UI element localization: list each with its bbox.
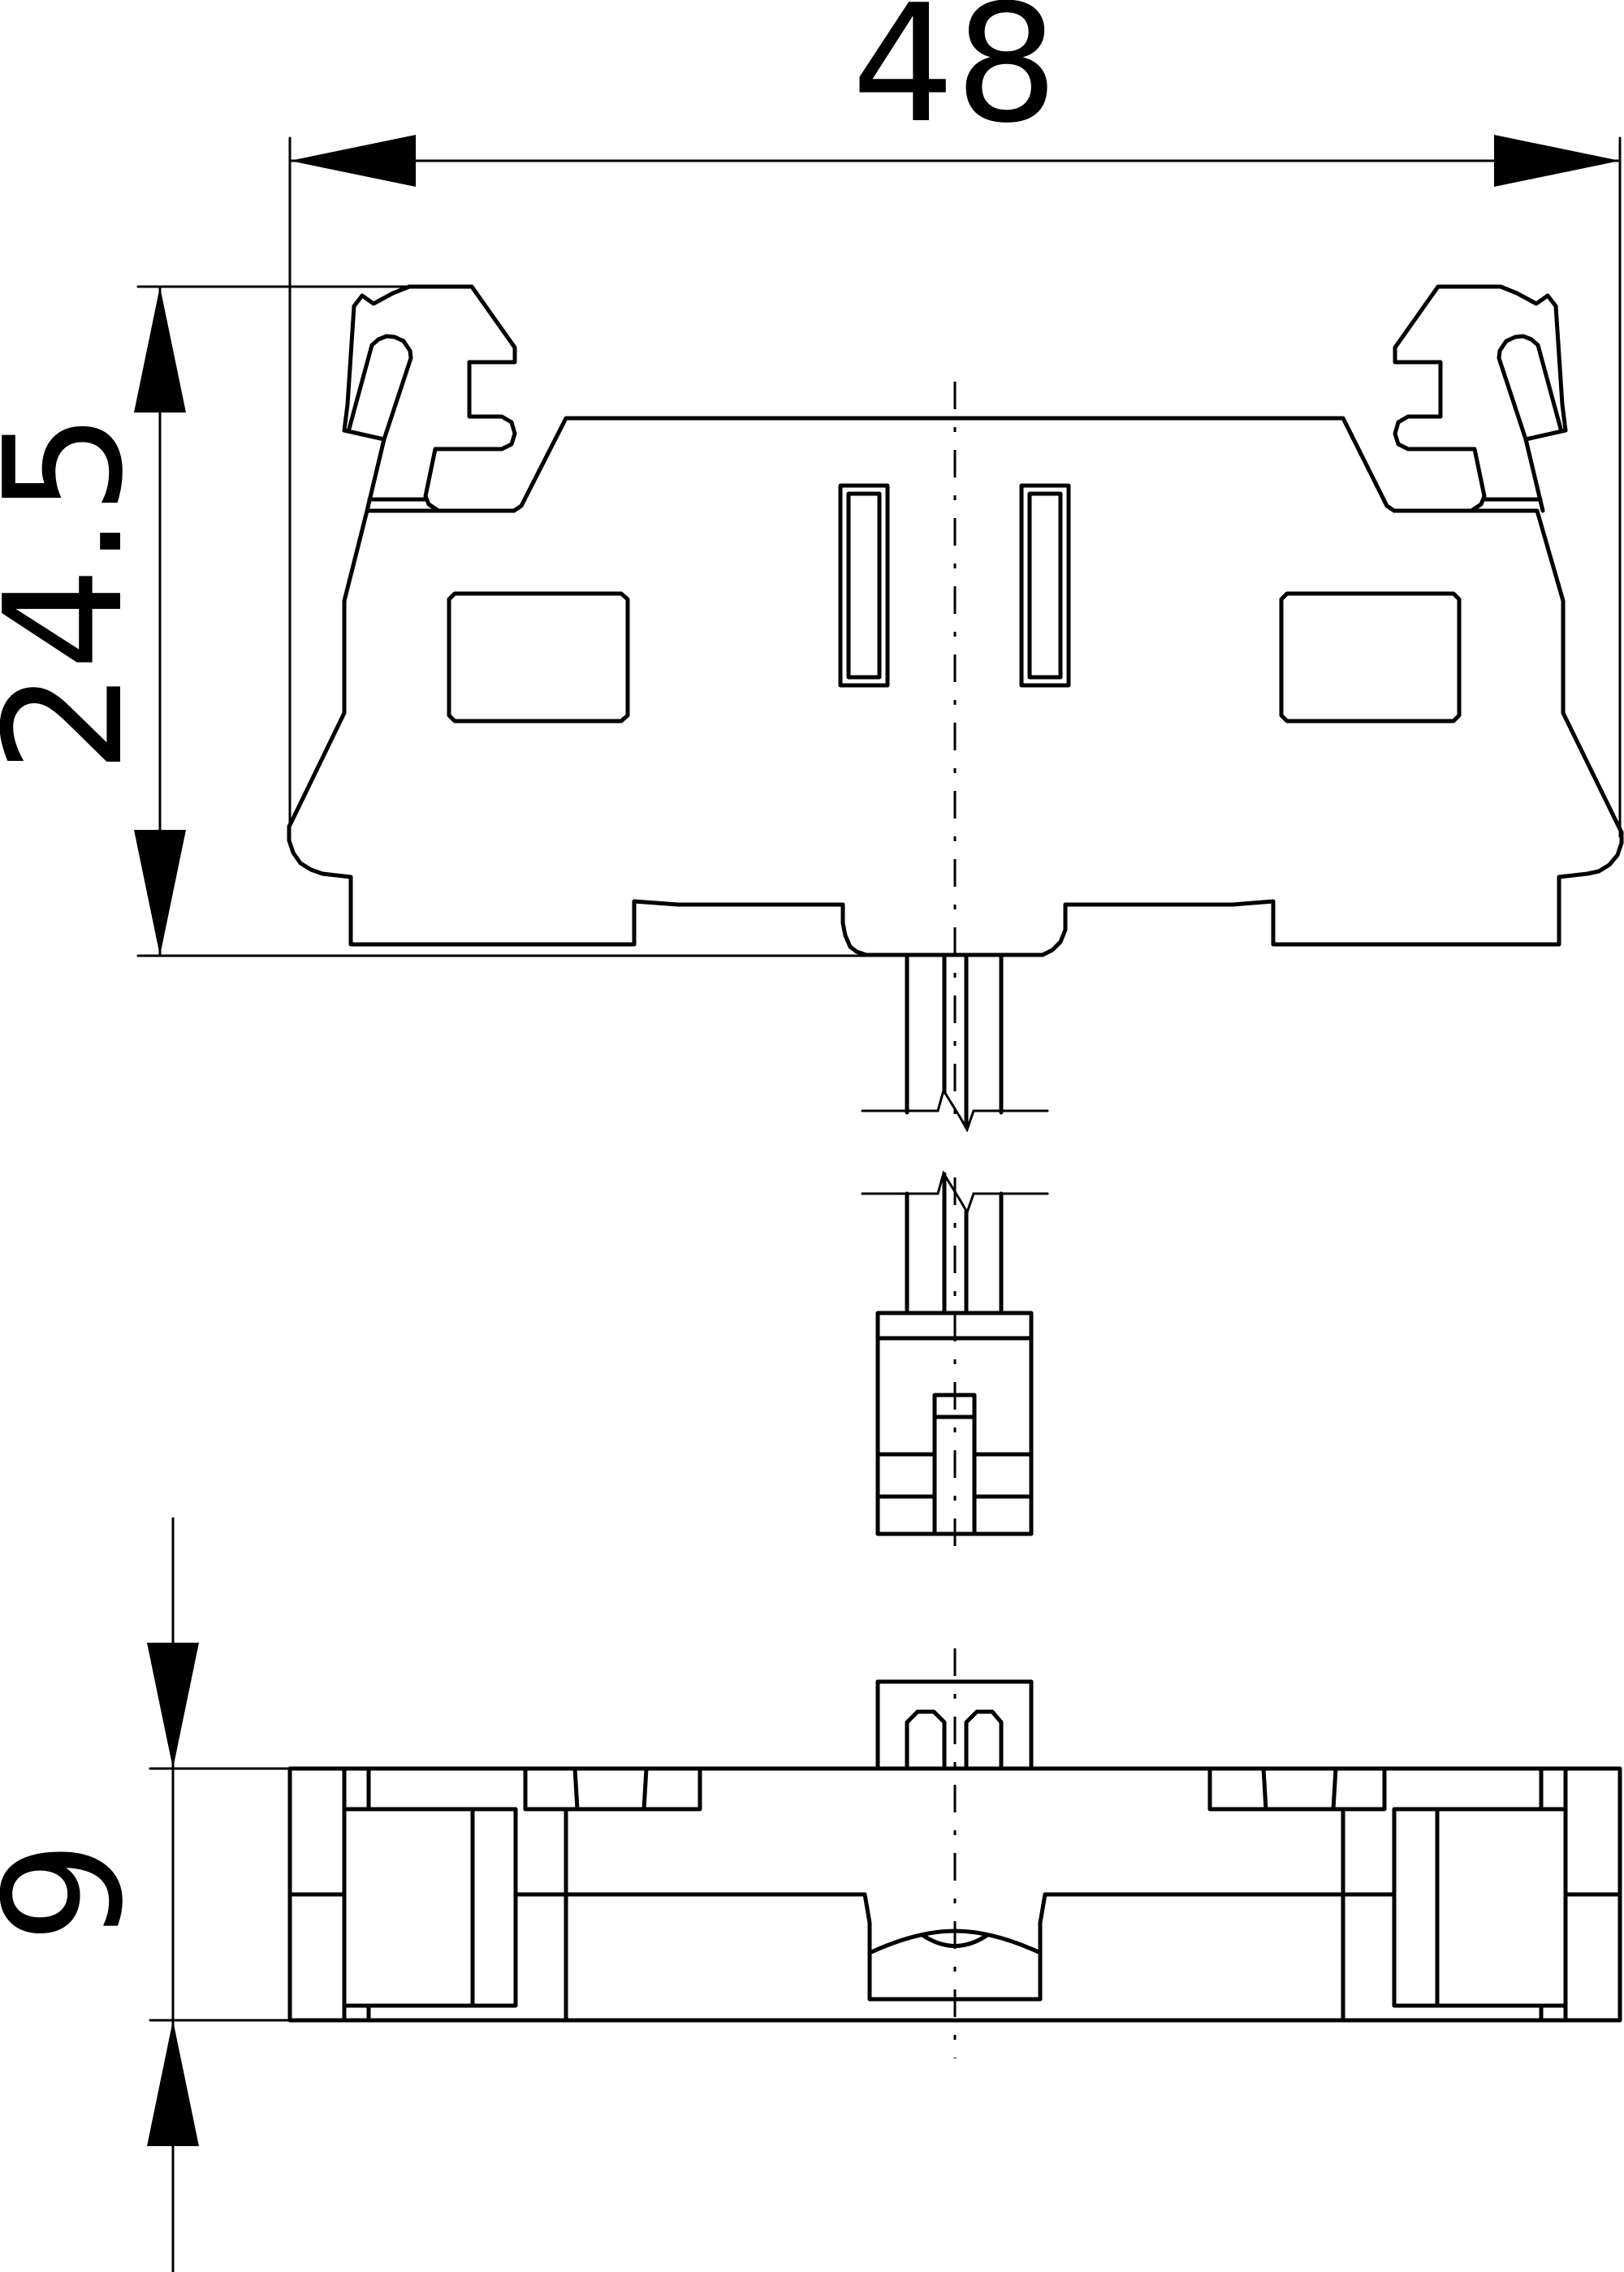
front-view-right-clip-slot	[1497, 334, 1563, 442]
front-view-right-clip	[1393, 284, 1568, 513]
front-view-left-slot-inner	[846, 491, 882, 680]
front-view-left-slot-outer	[838, 483, 890, 688]
side-view-pocket-arc	[869, 1929, 1041, 1955]
height-arrow-bottom	[134, 830, 186, 956]
side-view-left-notch	[523, 1766, 702, 1812]
side-view-left-block	[342, 1807, 518, 2008]
depth-arrow-top	[147, 1643, 199, 1769]
side-view-right-notch-line-2	[1331, 1766, 1338, 1812]
side-view-left-notch-line-2	[641, 1766, 649, 1812]
front-view-left-clip-slot	[347, 334, 413, 442]
front-view	[287, 284, 1624, 957]
pin-upper-break-line	[861, 1087, 1049, 1133]
side-view-tab-right-lug	[964, 1709, 1004, 1771]
height-dimension: 24.5	[0, 285, 870, 957]
side-view-right-block	[1392, 1807, 1568, 2008]
terminal-body	[875, 1311, 1034, 1536]
depth-dimension: 9	[0, 1517, 292, 2272]
side-view-right-notch-line-1	[1261, 1766, 1268, 1812]
side-view	[287, 1679, 1622, 2023]
front-view-left-window	[447, 591, 630, 723]
front-view-left-clip	[342, 284, 517, 513]
front-view-right-window	[1279, 591, 1462, 723]
width-dimension-label: 48	[852, 0, 1059, 159]
side-view-tab-left-lug	[905, 1709, 947, 1771]
side-view-right-notch	[1207, 1766, 1387, 1812]
pin-upper	[861, 953, 1049, 1133]
side-view-center-pocket	[862, 1892, 1047, 2002]
front-view-right-slot-outer	[1019, 483, 1071, 688]
depth-arrow-bottom	[147, 2020, 199, 2146]
width-arrow-right	[1494, 135, 1620, 187]
pin-lower	[861, 1170, 1049, 1536]
width-dimension: 48	[288, 0, 1622, 838]
width-arrow-left	[290, 135, 416, 187]
front-view-outline	[287, 416, 1624, 957]
height-arrow-top	[134, 287, 186, 413]
pin-lower-break-line	[861, 1170, 1049, 1216]
front-view-right-slot-inner	[1027, 491, 1063, 680]
height-dimension-label: 24.5	[0, 412, 159, 773]
side-view-top-tab	[875, 1679, 1034, 1771]
side-view-pocket-dimple	[920, 1933, 990, 1948]
side-view-left-notch-line-1	[572, 1766, 580, 1812]
depth-dimension-label: 9	[0, 1840, 159, 1943]
terminal-center-slot	[932, 1393, 977, 1536]
